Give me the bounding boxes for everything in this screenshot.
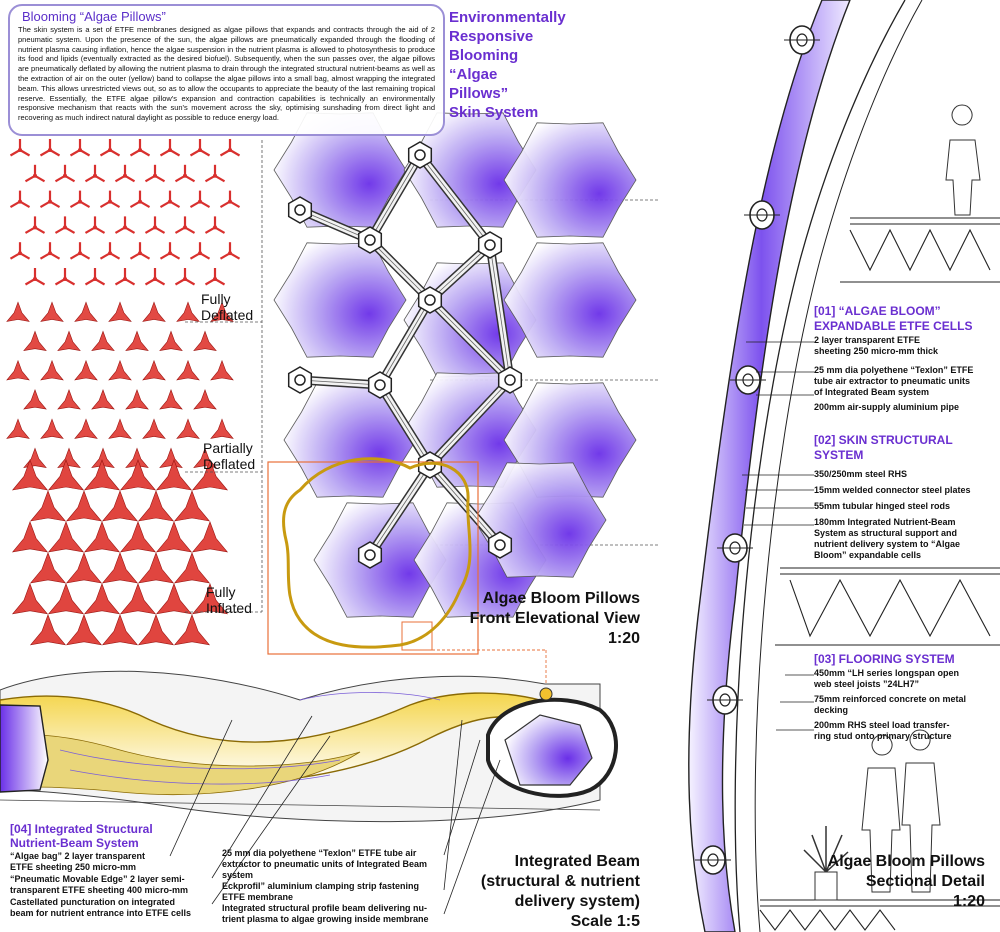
section-01-heading: [01] “ALGAE BLOOM” EXPANDABLE ETFE CELLS	[814, 304, 973, 333]
fully-inflated-pattern	[11, 459, 229, 646]
note-connector-plates: 15mm welded connector steel plates	[814, 485, 971, 495]
note-air-pipe: 200mm air-supply aluminium pipe	[814, 402, 960, 412]
note-clamping-strip: Eckprofil” aluminium clamping strip fast…	[222, 881, 420, 902]
state-fully-inflated: Fully Inflated	[206, 584, 252, 616]
human-silhouettes	[861, 104, 981, 893]
state-fully-deflated: Fully Deflated	[201, 291, 254, 323]
state-partially-deflated: Partially Deflated	[203, 440, 256, 472]
front-view-caption: Algae Bloom Pillows Front Elevational Vi…	[469, 590, 640, 647]
intro-body: The skin system is a set of ETFE membran…	[18, 25, 435, 123]
integrated-beam-section	[0, 670, 618, 915]
note-concrete: 75mm reinforced concrete on metal deckin…	[814, 694, 967, 715]
note-air-extractor: 25 mm dia polyethene “Texlon” ETFE tube …	[814, 365, 974, 397]
section-02-heading: [02] SKIN STRUCTURAL SYSTEM	[814, 433, 953, 462]
note-castellated: Castellated puncturation on integrated b…	[10, 897, 192, 918]
section-03-heading: [03] FLOORING SYSTEM	[814, 652, 955, 666]
note-algae-bag: “Algae bag” 2 layer transparent ETFE she…	[10, 851, 146, 872]
note-steel-joists: 450mm “LH series longspan open web steel…	[814, 668, 960, 689]
note-pneumatic-edge: “Pneumatic Movable Edge” 2 layer semi- t…	[10, 874, 189, 895]
note-nutrient-beam: 180mm Integrated Nutrient-Beam System as…	[814, 517, 961, 560]
front-elevation	[267, 112, 637, 686]
section-03-notes: [03] FLOORING SYSTEM 450mm “LH series lo…	[814, 652, 996, 742]
intro-panel: Blooming “Algae Pillows” The skin system…	[8, 4, 445, 136]
note-etfe-sheeting: 2 layer transparent ETFE sheeting 250 mi…	[814, 335, 939, 356]
section-04-notes: [04] Integrated Structural Nutrient-Beam…	[10, 822, 225, 919]
sectional-detail	[688, 0, 1000, 932]
section-02-notes: [02] SKIN STRUCTURAL SYSTEM 350/250mm st…	[814, 433, 996, 561]
section-leaders	[742, 341, 814, 731]
skin-system-title: Environmentally Responsive Blooming “Alg…	[449, 9, 566, 121]
intro-title: Blooming “Algae Pillows”	[22, 9, 166, 24]
section-04-heading: [04] Integrated Structural Nutrient-Beam…	[10, 822, 153, 850]
note-hinged-rods: 55mm tubular hinged steel rods	[814, 501, 951, 511]
plant-icon	[803, 826, 849, 901]
beam-notes: 25 mm dia polyethene “Texlon” ETFE tube …	[222, 848, 457, 925]
section-view-caption: Algae Bloom Pillows Sectional Detail 1:2…	[827, 853, 985, 910]
partially-deflated-pattern	[6, 301, 234, 469]
fully-deflated-pattern	[9, 139, 241, 286]
note-texlon-tube: 25 mm dia polyethene “Texlon” ETFE tube …	[222, 848, 428, 880]
note-profile-beam: Integrated structural profile beam deliv…	[222, 903, 429, 924]
note-steel-rhs: 350/250mm steel RHS	[814, 469, 908, 479]
note-load-transfer: 200mm RHS steel load transfer- ring stud…	[814, 720, 952, 741]
section-01-notes: [01] “ALGAE BLOOM” EXPANDABLE ETFE CELLS…	[814, 304, 996, 413]
beam-view-caption: Integrated Beam (structural & nutrient d…	[480, 853, 640, 930]
